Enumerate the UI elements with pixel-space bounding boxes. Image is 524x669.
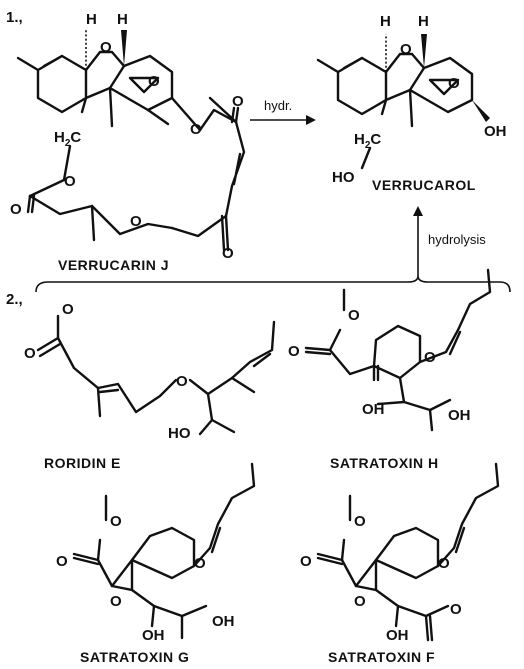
satratoxin-h-oh-group-1: OH xyxy=(362,401,385,418)
verrucarol-ch2-h: H xyxy=(354,131,365,148)
verrucarol-label: VERRUCAROL xyxy=(372,177,476,193)
verrucarin-j-carbonyl-o-atom-3: O xyxy=(222,245,234,262)
verrucarol-ho-group: HO xyxy=(332,169,355,186)
verrucarol-ch2-c: C xyxy=(370,131,381,148)
satratoxin-g-structure xyxy=(72,462,256,640)
satratoxin-h-ring-o-atom: O xyxy=(424,349,436,366)
satratoxin-f-label: SATRATOXIN F xyxy=(328,649,435,665)
step-2-label: 2., xyxy=(6,291,23,308)
verrucarin-j-carbonyl-o-atom-2: O xyxy=(10,201,22,218)
step-1-label: 1., xyxy=(6,9,23,26)
satratoxin-g-oh-group-2: OH xyxy=(212,613,235,630)
satratoxin-h-label: SATRATOXIN H xyxy=(330,455,439,471)
verrucarin-j-ester-o-atom-3: O xyxy=(130,213,142,230)
hydrogenation-label: hydr. xyxy=(264,98,292,113)
satratoxin-f-epoxide-o-atom: O xyxy=(354,593,366,610)
verrucarin-j-label: VERRUCARIN J xyxy=(58,257,169,273)
satratoxin-f-oh-group: OH xyxy=(386,627,409,644)
verrucarol-h-atom-1: H xyxy=(380,13,391,30)
verrucarin-j-ch2-h: H xyxy=(54,129,65,146)
roridin-e-carbonyl-o-atom: O xyxy=(24,345,36,362)
verrucarin-j-h-atom-2: H xyxy=(117,11,128,28)
verrucarin-j-epoxide-o-atom: O xyxy=(148,73,160,90)
satratoxin-f-ester-o-atom: O xyxy=(354,513,366,530)
satratoxin-h-ester-o-atom: O xyxy=(348,307,360,324)
verrucarin-j-structure xyxy=(16,30,246,252)
verrucarol-ring-o-atom: O xyxy=(400,41,412,58)
verrucarol-h-atom-2: H xyxy=(418,13,429,30)
satratoxin-g-ester-o-atom: O xyxy=(110,513,122,530)
roridin-e-structure xyxy=(36,314,276,436)
satratoxin-g-label: SATRATOXIN G xyxy=(80,649,189,665)
hydrogenation-arrowhead xyxy=(306,115,316,125)
verrucarol-structure xyxy=(316,34,490,170)
satratoxin-f-structure xyxy=(316,462,500,642)
satratoxin-g-epoxide-o-atom: O xyxy=(110,593,122,610)
hydrolysis-arrowhead xyxy=(413,206,423,216)
verrucarin-j-ring-o-atom: O xyxy=(100,39,112,56)
satratoxin-g-oh-group-1: OH xyxy=(142,627,165,644)
verrucarol-ch2-group: H2C xyxy=(354,131,381,151)
verrucarin-j-ch2-group: H2C xyxy=(54,129,81,149)
compound-group-bracket xyxy=(35,275,511,293)
roridin-e-ether-o-atom: O xyxy=(176,373,188,390)
satratoxin-f-carbonyl-o-atom-1: O xyxy=(300,553,312,570)
verrucarol-epoxide-o-atom: O xyxy=(448,75,460,92)
verrucarin-j-ch2-sub: 2 xyxy=(65,138,71,149)
roridin-e-label: RORIDIN E xyxy=(44,455,121,471)
hydrolysis-label: hydrolysis xyxy=(428,232,486,247)
verrucarin-j-ester-o-atom: O xyxy=(190,121,202,138)
verrucarin-j-ester-o-atom-2: O xyxy=(64,173,76,190)
verrucarin-j-carbonyl-o-atom-1: O xyxy=(232,93,244,110)
verrucarin-j-h-atom-1: H xyxy=(86,11,97,28)
satratoxin-h-oh-group-2: OH xyxy=(448,407,471,424)
satratoxin-f-ring-o-atom: O xyxy=(438,555,450,572)
verrucarol-ch2-sub: 2 xyxy=(365,140,371,151)
satratoxin-f-ketone-o-atom: O xyxy=(450,601,462,618)
satratoxin-g-carbonyl-o-atom: O xyxy=(56,553,68,570)
satratoxin-h-carbonyl-o-atom: O xyxy=(288,343,300,360)
verrucarin-j-ch2-c: C xyxy=(70,129,81,146)
verrucarol-oh-group: OH xyxy=(484,123,507,140)
satratoxin-g-ring-o-atom: O xyxy=(194,555,206,572)
satratoxin-h-structure xyxy=(304,268,492,432)
roridin-e-ester-o-atom: O xyxy=(62,301,74,318)
roridin-e-ho-group: HO xyxy=(168,425,191,442)
